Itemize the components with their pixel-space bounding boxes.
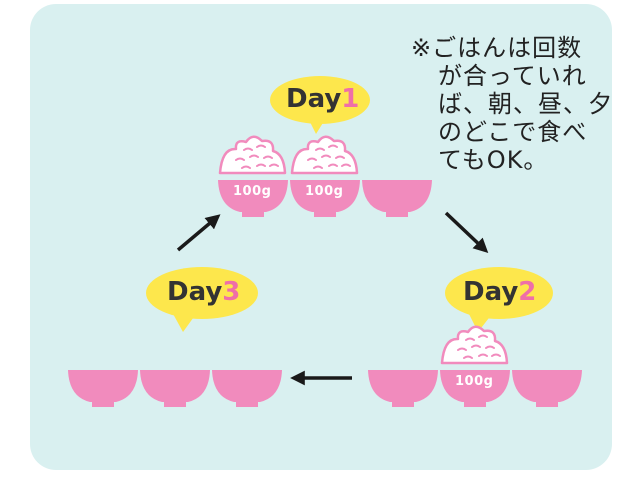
rice-weight-label-day2-2: 100g	[455, 374, 494, 389]
day2-bubble	[445, 267, 553, 332]
note-line-3: ば、朝、昼、夕	[438, 90, 613, 118]
arrow-to-day1	[176, 214, 221, 252]
day1-bubble	[270, 76, 370, 134]
bowl-day2-2	[440, 325, 510, 407]
bowl-day1-1	[218, 135, 288, 217]
bowl-day3-1	[68, 370, 138, 407]
arrow-to-day2	[444, 211, 489, 254]
day3-label-number: 3	[222, 277, 241, 307]
note-text: ※ごはんは回数 が合っていれ ば、朝、昼、夕 のどこで食べ てもOK。	[411, 34, 613, 174]
day2-label-prefix: Day	[463, 277, 519, 307]
day3-label: Day3	[167, 277, 240, 307]
day1-label-number: 1	[341, 84, 360, 114]
bowl-day1-2	[290, 135, 360, 217]
bowl-day3-2	[140, 370, 210, 407]
bowl-day1-3	[362, 180, 432, 217]
bowl-day3-3	[212, 370, 282, 407]
note-line-2: が合っていれ	[438, 62, 587, 90]
bowl-day2-1	[368, 370, 438, 407]
note-line-4: のどこで食べ	[438, 118, 588, 146]
rice-weight-label-day1-1: 100g	[233, 184, 272, 199]
rice-weight-label-day1-2: 100g	[305, 184, 344, 199]
bowl-day2-3	[512, 370, 582, 407]
note-line-5: てもOK。	[438, 146, 549, 174]
day3-label-prefix: Day	[167, 277, 223, 307]
note-line-1: ※ごはんは回数	[411, 34, 583, 62]
day3-bubble	[146, 267, 258, 332]
day2-label-number: 2	[518, 277, 537, 307]
day1-label: Day1	[286, 84, 359, 114]
day1-label-prefix: Day	[286, 84, 342, 114]
day2-label: Day2	[463, 277, 536, 307]
